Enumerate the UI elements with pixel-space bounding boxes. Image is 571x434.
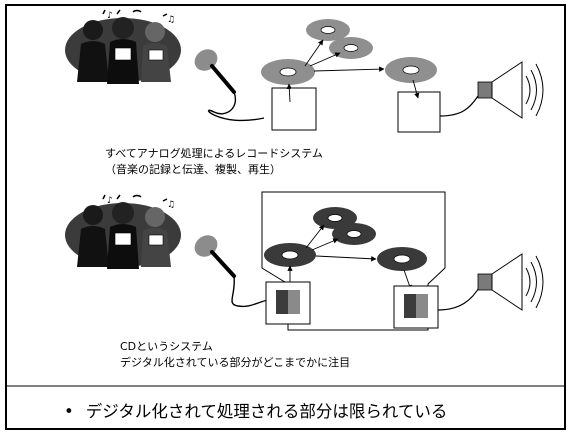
microphone-icon xyxy=(194,235,269,308)
bottom-caption-line1: CDというシステム xyxy=(120,340,213,353)
disc-icon xyxy=(264,243,316,267)
bullet-marker: • xyxy=(64,402,74,421)
top-diagram xyxy=(64,9,544,133)
arrow xyxy=(313,66,385,72)
arrow xyxy=(305,224,325,249)
arrow xyxy=(412,79,420,99)
bottom-diagram xyxy=(64,191,544,331)
arrow xyxy=(304,39,324,67)
disc-icon xyxy=(313,207,357,229)
digital-region-outline xyxy=(261,191,446,331)
box-icon xyxy=(271,87,317,131)
arrow xyxy=(309,52,341,67)
arrow xyxy=(315,255,377,262)
disc-icon xyxy=(306,19,350,41)
top-caption: すべてアナログ処理によるレコードシステム （音楽の記録と伝達、複製、再生） xyxy=(105,146,323,178)
disc-icon xyxy=(261,59,315,85)
speaker-cable xyxy=(439,95,479,117)
disc-icon xyxy=(332,223,376,245)
arrow xyxy=(286,83,292,103)
bottom-caption-line2: デジタル化されている部分がどこまでかに注目 xyxy=(120,356,351,369)
bullet-point: • デジタル化されて処理される部分は限られている xyxy=(64,398,447,422)
box-icon xyxy=(397,91,441,133)
disc-icon xyxy=(385,57,437,83)
bullet-text: デジタル化されて処理される部分は限られている xyxy=(85,402,448,421)
disc-icon xyxy=(329,37,373,59)
bottom-caption: CDというシステム デジタル化されている部分がどこまでかに注目 xyxy=(120,339,350,371)
disc-icon xyxy=(377,247,427,271)
top-caption-line1: すべてアナログ処理によるレコードシステム xyxy=(105,147,323,160)
top-caption-line2: （音楽の記録と伝達、複製、再生） xyxy=(105,163,281,176)
decoder-box xyxy=(393,285,439,329)
arrow xyxy=(311,238,339,251)
microphone-icon xyxy=(194,49,265,122)
encoder-box xyxy=(265,281,311,325)
